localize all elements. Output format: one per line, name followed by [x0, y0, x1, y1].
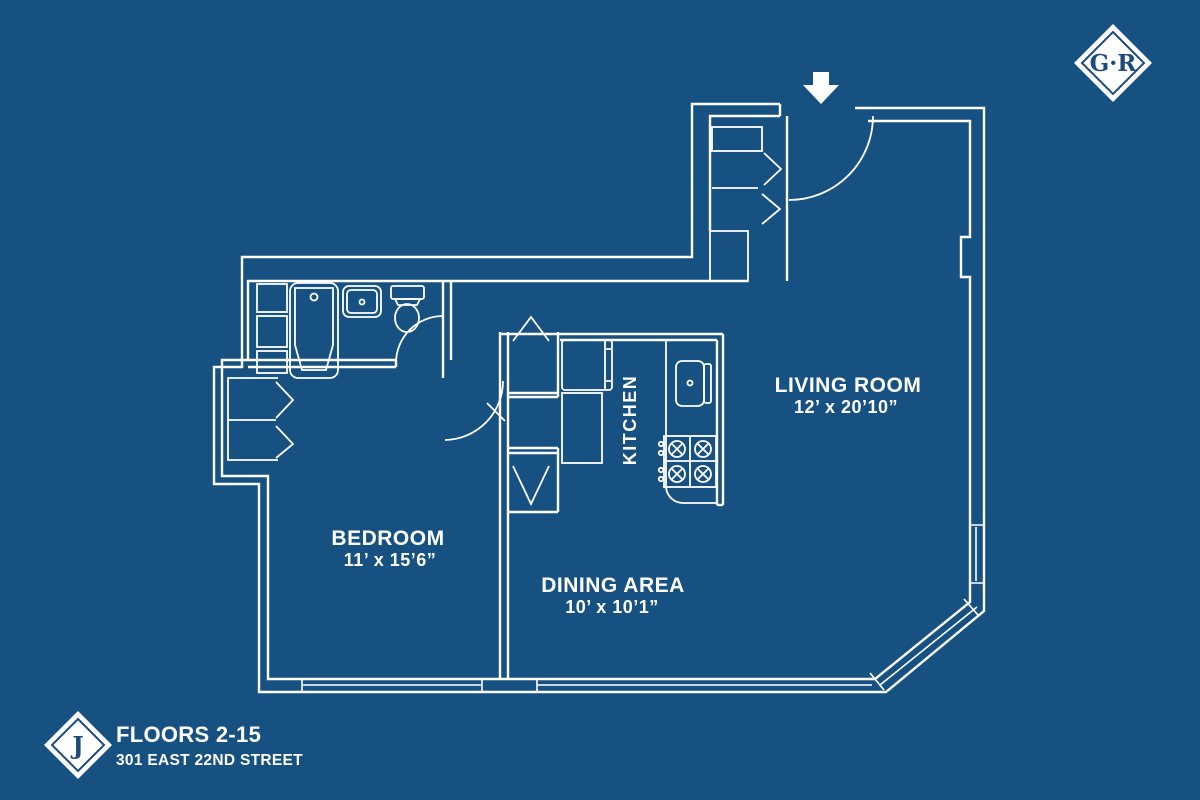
- divider-wall: [498, 332, 560, 679]
- gr-logo-text: G·R: [1090, 50, 1138, 77]
- gr-logo: G·R: [1074, 24, 1152, 102]
- hall-closets: [508, 315, 560, 514]
- bedroom-door-arc: [444, 380, 506, 441]
- kitchen-sink: [675, 360, 712, 407]
- bathroom-sink: [342, 285, 382, 318]
- bedroom-label: BEDROOM: [331, 527, 444, 550]
- floors-label: FLOORS 2-15: [116, 722, 261, 747]
- toilet: [390, 285, 425, 333]
- kitchen-label: KITCHEN: [620, 375, 640, 466]
- living-room-label: LIVING ROOM: [775, 374, 922, 397]
- windows: [301, 524, 984, 692]
- kitchen-walls: [560, 332, 725, 507]
- bathtub: [289, 282, 339, 379]
- bedroom-closet: [227, 377, 295, 461]
- living-room-dimensions: 12’ x 20’10”: [794, 397, 898, 417]
- refrigerator: [561, 339, 613, 391]
- stove: [657, 435, 717, 488]
- bathroom-walls: [248, 281, 453, 378]
- entrance-arrow-icon: [803, 72, 839, 104]
- entry-closets: [709, 126, 783, 282]
- bedroom-dimensions: 11’ x 15’6”: [344, 550, 437, 570]
- entry-door: [785, 115, 874, 281]
- bathroom-closet-shelves: [256, 283, 288, 374]
- dining-area-dimensions: 10’ x 10’1”: [565, 597, 659, 617]
- unit-badge: J: [44, 711, 112, 779]
- unit-badge-letter: J: [70, 731, 83, 760]
- bathroom-door-arc: [395, 315, 444, 364]
- dining-area-label: DINING AREA: [541, 574, 685, 597]
- address-label: 301 EAST 22ND STREET: [116, 752, 303, 769]
